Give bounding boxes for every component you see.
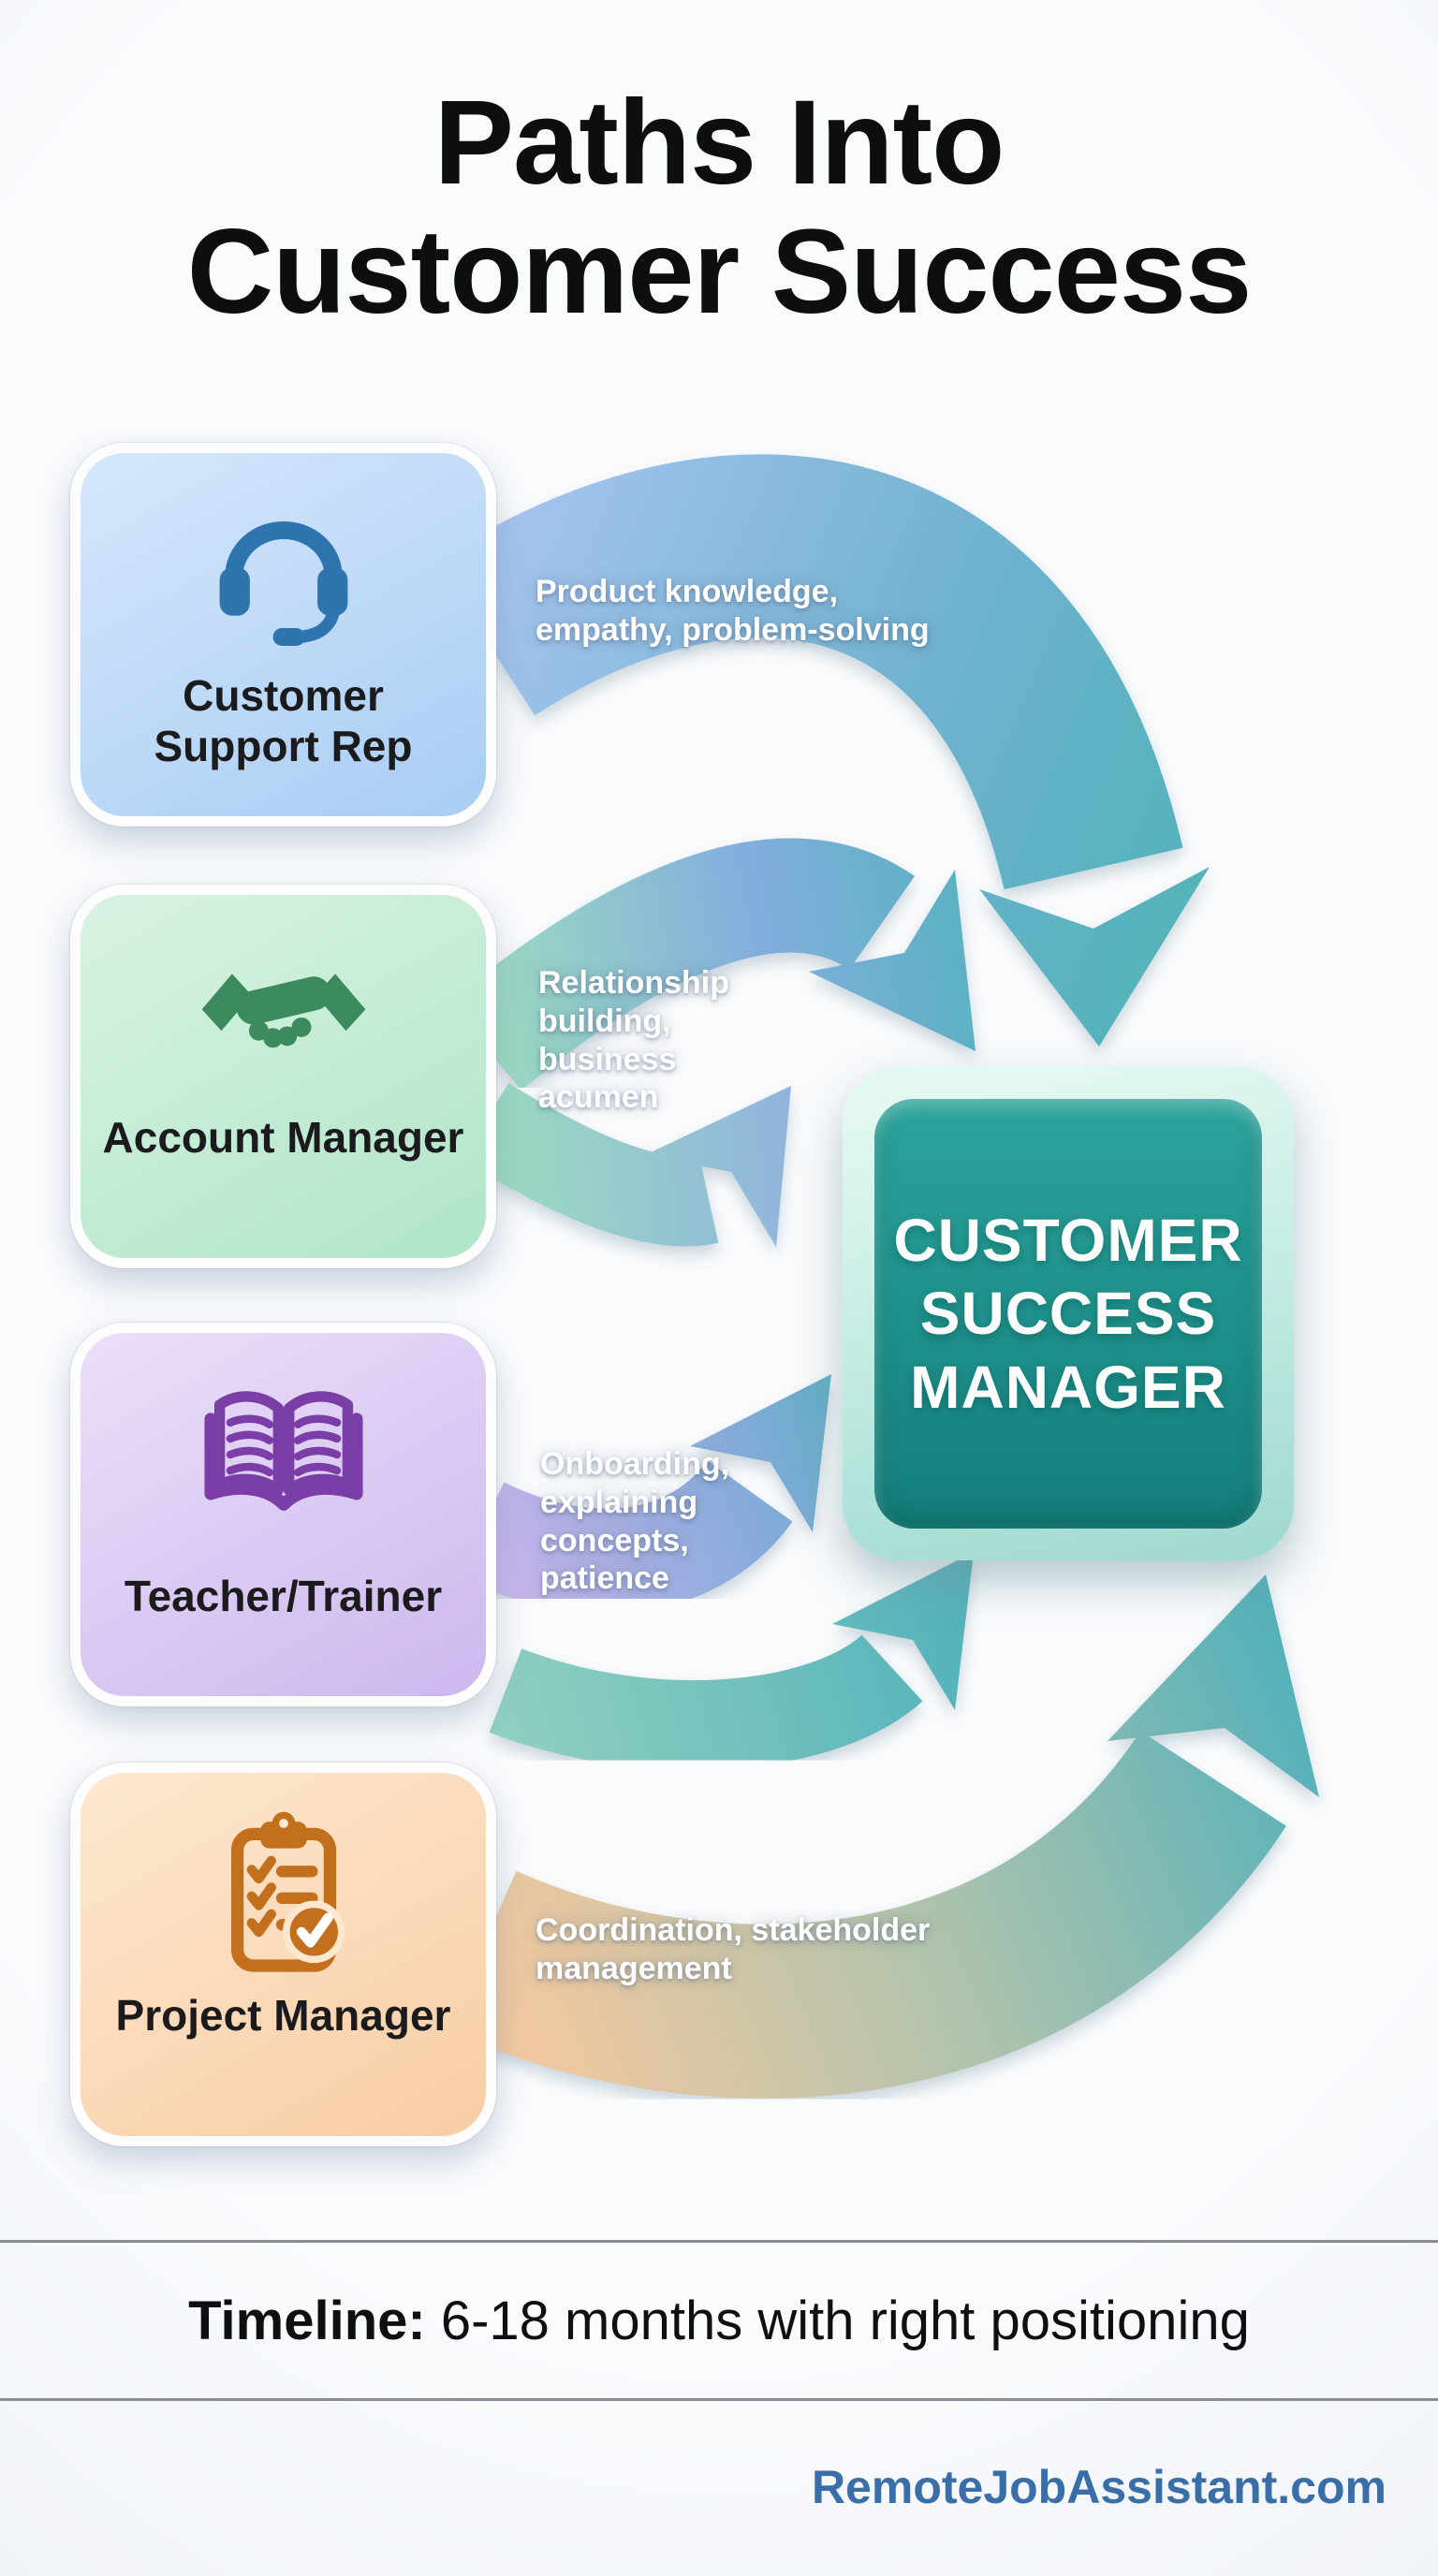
timeline-note: Timeline: 6-18 months with right positio…	[0, 2291, 1438, 2351]
role-card-label: Teacher/Trainer	[124, 1572, 443, 1620]
timeline-prefix: Timeline:	[188, 2291, 426, 2351]
page-title: Paths Into Customer Success	[0, 76, 1438, 340]
arrow-teacher-to-csm	[458, 1374, 831, 1614]
role-card-project-manager: Project Manager	[70, 1763, 496, 2146]
handshake-icon	[201, 973, 365, 1048]
role-card-teacher-trainer: Teacher/Trainer	[70, 1323, 496, 1706]
skills-label-teacher: Onboarding, explaining concepts, patienc…	[540, 1446, 730, 1597]
arrow-teacher-lower-to-csm	[489, 1552, 974, 1771]
divider-bottom	[0, 2398, 1438, 2401]
role-card-account-manager: Account Manager	[70, 885, 496, 1268]
customer-success-manager-box-face: CUSTOMER SUCCESS MANAGER	[874, 1099, 1262, 1529]
customer-success-manager-label: CUSTOMER SUCCESS MANAGER	[893, 1207, 1243, 1421]
clipboard-check-icon	[230, 1811, 345, 1972]
arrow-support-to-csm	[434, 454, 1210, 1046]
role-card-customer-support-rep: Customer Support Rep	[70, 443, 496, 827]
open-book-icon	[203, 1391, 363, 1511]
headset-icon	[219, 521, 347, 646]
role-card-label: Customer Support Rep	[154, 671, 413, 771]
divider-top	[0, 2240, 1438, 2243]
page-title-line-2: Customer Success	[186, 205, 1253, 340]
skills-label-account: Relationship building, business acumen	[538, 965, 730, 1116]
website-credit: RemoteJobAssistant.com	[811, 2461, 1387, 2513]
page-title-line-1: Paths Into	[433, 76, 1005, 210]
skills-label-support: Product knowledge, empathy, problem-solv…	[536, 574, 930, 648]
arrow-project-to-csm	[446, 1574, 1319, 2099]
role-card-label: Account Manager	[102, 1113, 464, 1162]
timeline-text: 6-18 months with right positioning	[425, 2291, 1250, 2351]
arrow-account-lower-to-csm	[461, 1083, 791, 1247]
arrow-account-upper-to-csm	[448, 838, 976, 1090]
role-card-label: Project Manager	[115, 1991, 451, 2040]
skills-label-project: Coordination, stakeholder management	[536, 1912, 931, 1986]
customer-success-manager-box: CUSTOMER SUCCESS MANAGER	[843, 1067, 1294, 1560]
